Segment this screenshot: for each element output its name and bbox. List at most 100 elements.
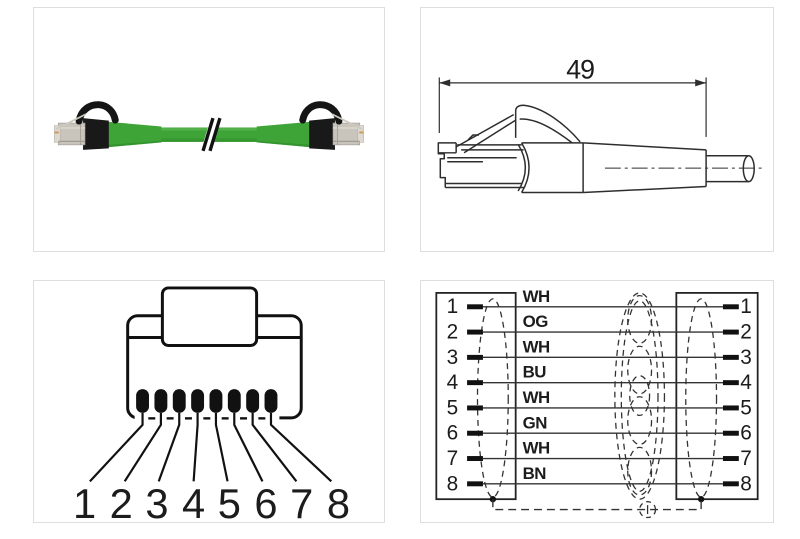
left-pin-4: 4	[447, 371, 458, 394]
leader-line-8	[269, 412, 333, 483]
left-connector-block	[435, 292, 517, 501]
wire-color-4: BU	[523, 363, 547, 382]
right-pin-bar-8	[722, 481, 739, 487]
pin-number-2: 2	[110, 480, 132, 522]
right-pin-bar-4	[722, 380, 739, 386]
latch-clip-outer	[514, 104, 581, 143]
leader-line-1	[89, 412, 144, 483]
pair-5-6-ellipse	[627, 396, 653, 446]
right-shield-dot	[697, 496, 705, 503]
dimension-value: 49	[566, 54, 594, 84]
leader-line-4	[192, 412, 199, 482]
pin-contacts	[136, 389, 278, 413]
boot-arc-inner	[517, 143, 527, 192]
wire-color-3: WH	[523, 337, 550, 356]
right-pin-5: 5	[740, 396, 751, 419]
left-pin-bar-1	[467, 304, 483, 310]
right-pin-bar-3	[722, 354, 739, 360]
product-photo-panel	[33, 7, 385, 252]
left-pin-bar-7	[467, 456, 483, 462]
cable-break-mark	[201, 116, 222, 153]
connector-outline	[437, 104, 755, 194]
left-pin-3: 3	[447, 346, 458, 369]
pair-7-8-ellipse	[627, 446, 653, 496]
pin-contact-4	[191, 389, 205, 413]
pair-3-4-ellipse	[627, 345, 653, 395]
left-pin-5: 5	[447, 396, 458, 419]
right-pin-bar-5	[722, 405, 739, 411]
plug-contacts	[359, 131, 364, 134]
pin-number-5: 5	[218, 480, 240, 522]
pair-1-2-ellipse	[627, 294, 653, 344]
taper-top	[583, 142, 707, 151]
drain-line	[492, 499, 702, 511]
strain-relief-boot	[256, 121, 316, 148]
leader-line-7	[251, 412, 298, 483]
plug-nose-profile	[437, 142, 457, 188]
pin-numbers: 1 2 3 4 5 6 7 8	[73, 480, 350, 522]
latch-tab	[160, 286, 259, 347]
latch-clip	[75, 101, 119, 125]
plug-tip	[357, 125, 364, 143]
latch-arm-step	[467, 134, 479, 141]
left-pin-numbers: 1 2 3 4 5 6 7 8	[447, 295, 459, 495]
dimension-annotation	[438, 77, 707, 137]
leader-line-2	[123, 412, 162, 482]
pinout-panel: 1 2 3 4 5 6 7 8	[33, 280, 385, 523]
pin-contact-1	[136, 389, 149, 413]
pin-contact-2	[154, 389, 168, 413]
pin-contact-3	[172, 389, 186, 413]
latch-arm-bottom	[463, 119, 517, 154]
pin-contact-8	[264, 389, 278, 413]
left-pin-7: 7	[447, 447, 458, 470]
plug-tip	[54, 125, 61, 143]
break-line-2	[208, 117, 222, 152]
arrowhead-right-icon	[695, 79, 707, 87]
pin-contact-6	[227, 389, 241, 413]
leader-line-6	[233, 412, 264, 482]
wiring-diagram-panel: 1 2 3 4 5 6 7 8 1 2 3 4 5 6 7 8	[420, 280, 774, 523]
boot-arc-outer	[520, 142, 530, 193]
plug-contacts	[54, 131, 59, 134]
wire-color-7: WH	[523, 439, 550, 458]
left-pin-bar-4	[467, 380, 483, 386]
right-pin-7: 7	[740, 447, 751, 470]
left-pin-8: 8	[447, 472, 458, 495]
cable-photo	[54, 101, 364, 153]
right-connector-block	[675, 292, 759, 501]
right-pin-2: 2	[740, 321, 751, 344]
connector-collar	[83, 118, 109, 150]
pin-bars	[467, 304, 739, 487]
wire-color-6: GN	[523, 413, 548, 432]
pin-number-4: 4	[182, 480, 204, 522]
leader-lines	[89, 412, 333, 483]
dimension-drawing-panel: 49	[420, 7, 774, 252]
wires	[482, 306, 723, 485]
right-pin-bar-6	[722, 430, 739, 436]
rj45-front-view: 1 2 3 4 5 6 7 8	[73, 286, 350, 522]
right-pin-4: 4	[740, 371, 751, 394]
shield-drain	[489, 496, 705, 519]
pin-number-1: 1	[73, 480, 95, 522]
pin-contact-7	[246, 389, 260, 413]
latch-clip-inner	[519, 118, 573, 144]
wire-color-1: WH	[523, 287, 550, 306]
boot-shading	[256, 140, 313, 148]
left-pin-bar-5	[467, 405, 483, 411]
wire-color-5: WH	[523, 388, 550, 407]
right-pin-8: 8	[740, 472, 751, 495]
leader-line-3	[157, 412, 181, 482]
connector-collar	[309, 118, 335, 150]
right-pin-1: 1	[740, 295, 751, 318]
pin-number-8: 8	[327, 480, 349, 522]
pin-number-6: 6	[254, 480, 276, 522]
latch-clip	[299, 101, 343, 125]
screen-circle	[639, 501, 657, 519]
left-shield-ellipse	[476, 298, 509, 498]
arrowhead-left-icon	[439, 79, 451, 87]
left-pin-6: 6	[447, 422, 458, 445]
boot-shading	[105, 140, 162, 148]
pin-number-7: 7	[290, 480, 312, 522]
break-gap	[201, 116, 221, 153]
